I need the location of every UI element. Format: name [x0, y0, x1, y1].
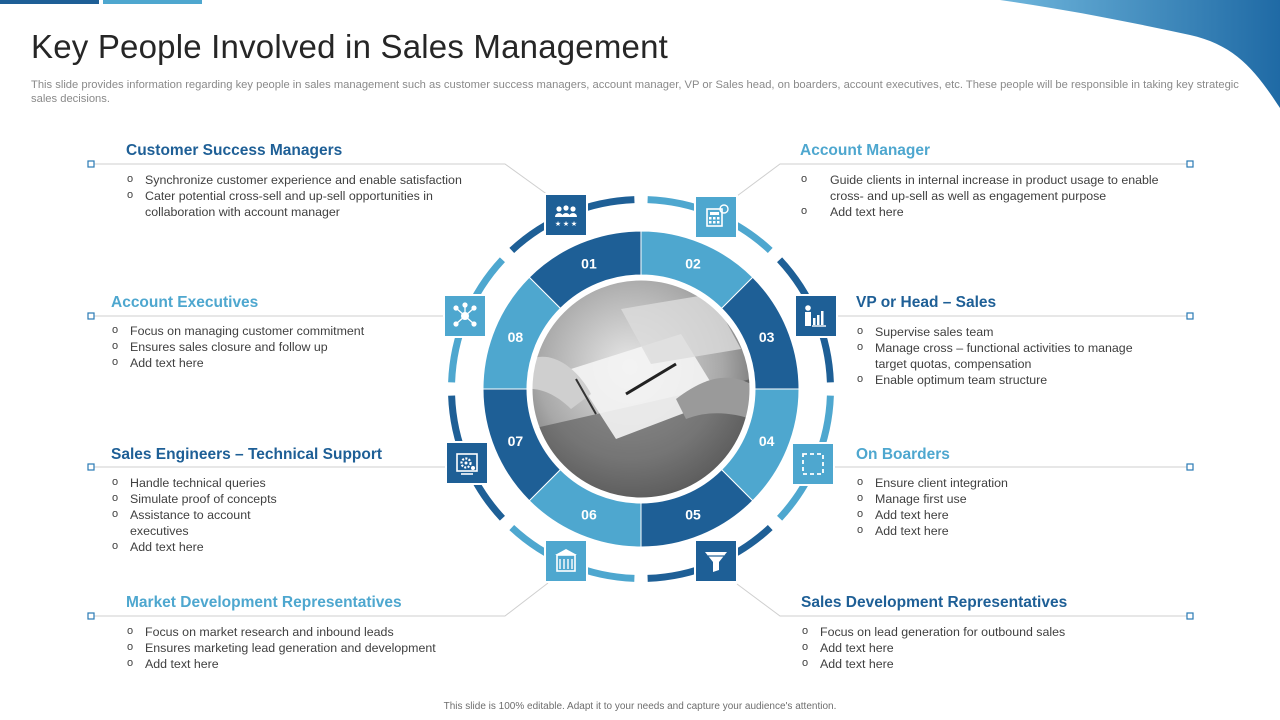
- role-heading: Account Executives: [111, 294, 259, 311]
- gear-settings-icon: [445, 441, 489, 485]
- list-item: Supervise sales team: [856, 323, 1176, 340]
- list-item: Handle technical queries: [111, 474, 431, 491]
- building-icon: [544, 539, 588, 583]
- segment-label-07: 07: [508, 433, 524, 449]
- connector-line-6: [91, 582, 549, 617]
- outer-ring-arc: [448, 257, 505, 383]
- list-item: Manage cross – functional activities to …: [856, 339, 1165, 372]
- list-item: Add text here: [126, 655, 506, 672]
- connector-end-square: [87, 312, 95, 320]
- outer-ring-arc: [647, 525, 773, 582]
- role-block-vp-head-sales: VP or Head – Sales Supervise sales team …: [856, 294, 1176, 388]
- segment-label-06: 06: [581, 507, 597, 523]
- list-item: Focus on market research and inbound lea…: [126, 623, 506, 640]
- connector-line-2: [736, 163, 1190, 197]
- outer-ring-arc: [647, 196, 773, 253]
- role-heading: Market Development Representatives: [126, 594, 402, 611]
- top-accent-bar-light: [103, 0, 202, 4]
- list-item: Synchronize customer experience and enab…: [126, 171, 506, 188]
- hand-left-shape: [531, 356, 591, 409]
- role-heading: VP or Head – Sales: [856, 294, 997, 311]
- list-item: Cater potential cross-sell and up-sell o…: [126, 187, 460, 220]
- list-item: Add text here: [111, 538, 431, 555]
- list-item: Add text here: [801, 639, 1181, 656]
- hand-right-shape: [676, 377, 751, 419]
- list-item: Ensures marketing lead generation and de…: [126, 639, 506, 656]
- page-subtitle: This slide provides information regardin…: [31, 79, 1239, 105]
- role-block-account-manager: Account Manager Guide clients in interna…: [800, 142, 1200, 220]
- segment-label-01: 01: [581, 255, 597, 271]
- outer-ring-arc: [509, 525, 635, 582]
- corner-wave-decoration: [1000, 0, 1280, 108]
- svg-text:★: ★: [563, 220, 569, 228]
- role-block-on-boarders: On Boarders Ensure client integration Ma…: [856, 446, 1176, 539]
- segment-label-02: 02: [685, 255, 701, 271]
- list-item: Simulate proof of concepts: [111, 490, 431, 507]
- segment-label-03: 03: [759, 329, 775, 345]
- role-block-account-executives: Account Executives Focus on managing cus…: [111, 294, 431, 371]
- list-item: Manage first use: [856, 490, 1176, 507]
- outer-ring-arc: [777, 395, 834, 521]
- role-heading: Sales Development Representatives: [801, 594, 1068, 611]
- segment-08: [482, 276, 562, 390]
- footer-note: This slide is 100% editable. Adapt it to…: [443, 701, 837, 712]
- list-item: Add text here: [856, 506, 1176, 523]
- connector-end-square: [87, 160, 95, 168]
- segment-label-04: 04: [759, 433, 775, 449]
- role-block-sales-engineers: Sales Engineers – Technical Support Hand…: [111, 446, 431, 555]
- list-item: Ensures sales closure and follow up: [111, 338, 431, 355]
- list-item: Add text here: [856, 522, 1176, 539]
- svg-text:★: ★: [571, 220, 577, 228]
- network-icon: [443, 294, 487, 338]
- role-heading: On Boarders: [856, 446, 950, 463]
- presenter-chart-icon: [794, 294, 838, 338]
- list-item: Add text here: [800, 203, 1200, 220]
- list-item: Enable optimum team structure: [856, 371, 1176, 388]
- connector-end-square: [87, 463, 95, 471]
- outer-ring-arc: [448, 395, 505, 521]
- outer-ring-arc: [777, 257, 834, 383]
- role-block-customer-success-managers: Customer Success Managers Synchronize cu…: [126, 142, 506, 220]
- list-item: Add text here: [801, 655, 1181, 672]
- list-item: Add text here: [111, 354, 431, 371]
- list-item: Assistance to account executives: [111, 506, 280, 539]
- role-heading: Sales Engineers – Technical Support: [111, 446, 383, 463]
- segment-label-05: 05: [685, 507, 701, 523]
- role-block-market-development-representatives: Market Development Representatives Focus…: [126, 594, 506, 672]
- outer-ring-arc: [509, 196, 635, 253]
- connector-end-square: [1186, 160, 1194, 168]
- role-block-sales-development-representatives: Sales Development Representatives Focus …: [801, 594, 1181, 672]
- funnel-icon: [694, 539, 738, 583]
- top-accent-bar-dark: [0, 0, 99, 4]
- connector-end-square: [1186, 463, 1194, 471]
- connector-line-1: [91, 163, 549, 196]
- connector-line-5: [736, 583, 1190, 617]
- frame-select-icon: [791, 442, 835, 486]
- page-title: Key People Involved in Sales Management: [31, 28, 669, 65]
- list-item: Guide clients in internal increase in pr…: [800, 171, 1175, 204]
- role-heading: Customer Success Managers: [126, 142, 343, 159]
- svg-text:★: ★: [555, 220, 561, 228]
- list-item: Focus on managing customer commitment: [111, 322, 431, 339]
- segment-label-08: 08: [508, 329, 524, 345]
- connector-end-square: [87, 612, 95, 620]
- role-heading: Account Manager: [800, 142, 931, 159]
- calculator-icon: [694, 195, 738, 239]
- team-icon: ★★★: [544, 193, 588, 237]
- connector-end-square: [1186, 312, 1194, 320]
- pen-shape: [625, 362, 677, 396]
- list-item: Focus on lead generation for outbound sa…: [801, 623, 1181, 640]
- connector-end-square: [1186, 612, 1194, 620]
- center-photo: [531, 279, 751, 499]
- list-item: Ensure client integration: [856, 474, 1176, 491]
